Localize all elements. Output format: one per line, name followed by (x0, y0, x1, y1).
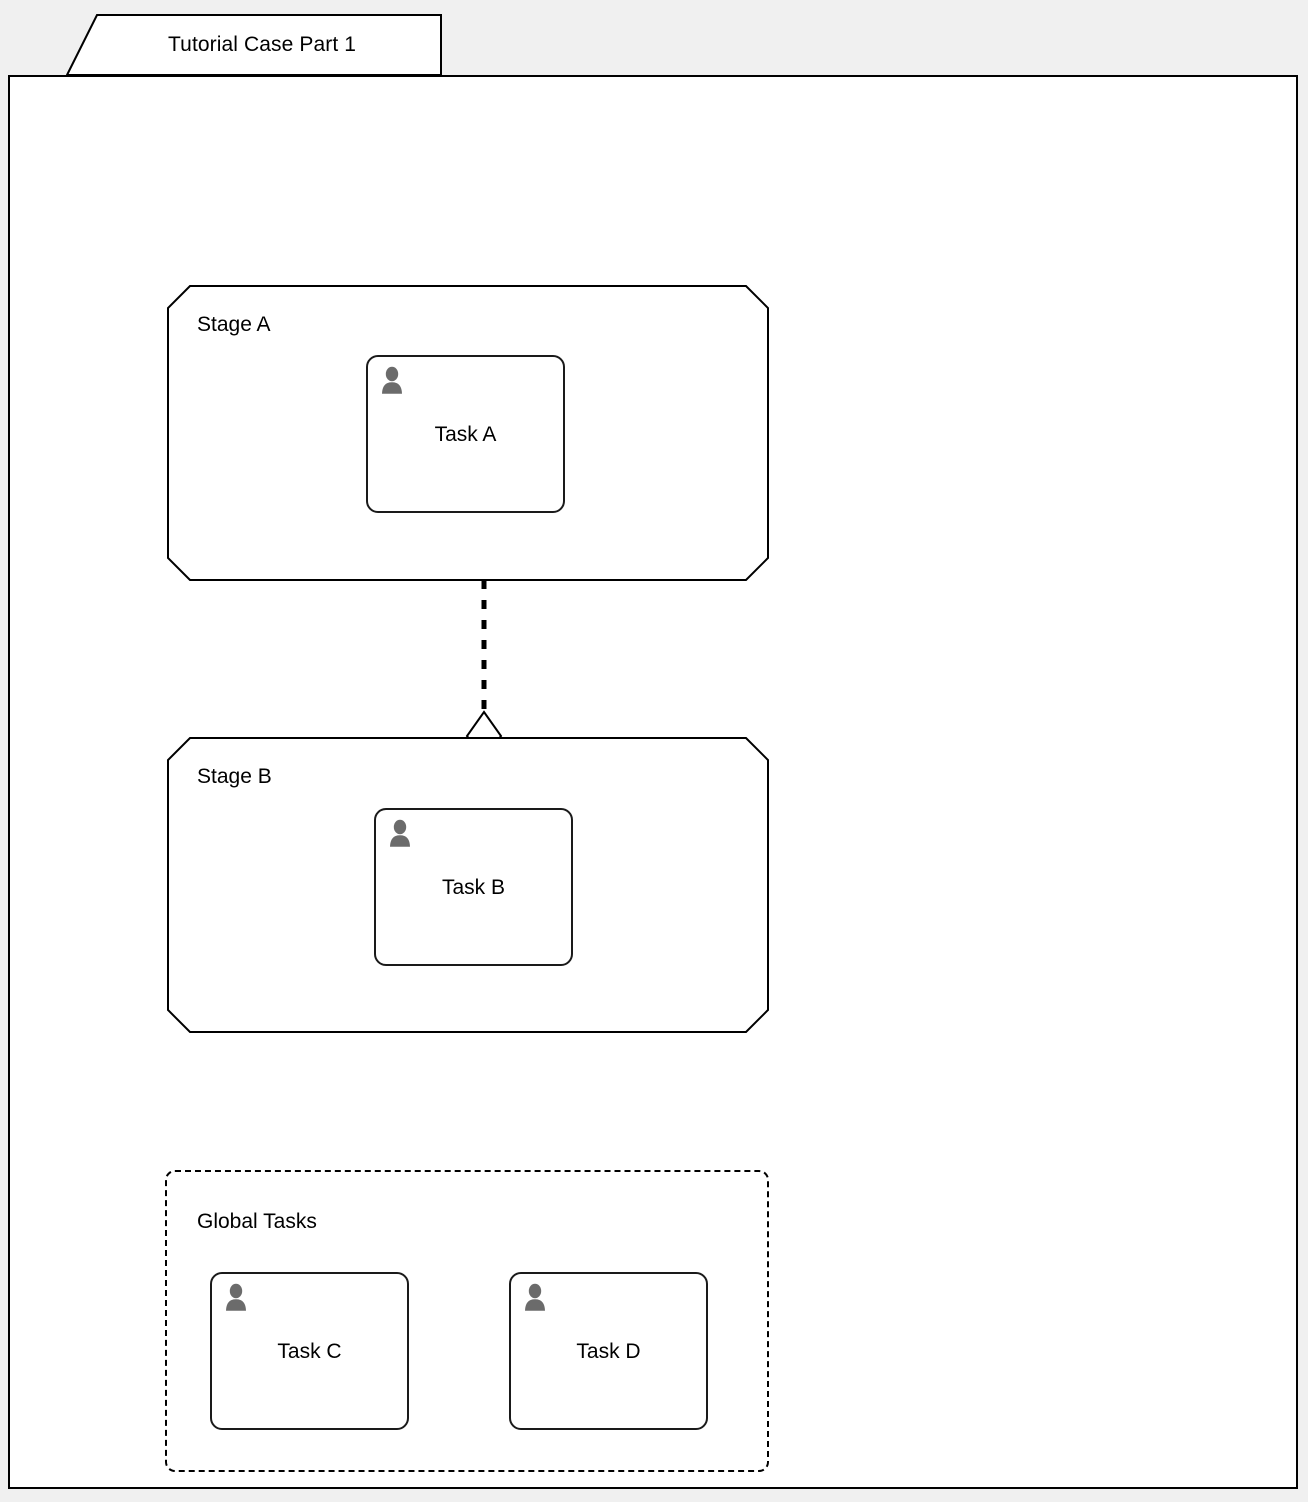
user-icon (379, 366, 405, 394)
global-tasks-title: Global Tasks (197, 1210, 317, 1233)
global-tasks-group[interactable]: Global Tasks (165, 1170, 769, 1472)
task-b-label: Task B (441, 876, 506, 899)
user-icon (223, 1283, 249, 1311)
stage-a-title: Stage A (197, 313, 271, 336)
stage-b-title: Stage B (197, 765, 272, 788)
task-c-label: Task C (277, 1340, 342, 1363)
task-card-a[interactable]: Task A (366, 355, 565, 513)
user-icon (522, 1283, 548, 1311)
user-icon (387, 819, 413, 847)
task-a-label: Task A (434, 423, 497, 446)
task-d-label: Task D (576, 1340, 641, 1363)
task-card-d[interactable]: Task D (509, 1272, 708, 1430)
task-card-c[interactable]: Task C (210, 1272, 409, 1430)
case-title-tab[interactable]: Tutorial Case Part 1 (66, 14, 442, 76)
case-title-text: Tutorial Case Part 1 (168, 33, 356, 56)
task-card-b[interactable]: Task B (374, 808, 573, 966)
case-body: Stage A Task A Stage B (8, 75, 1298, 1489)
